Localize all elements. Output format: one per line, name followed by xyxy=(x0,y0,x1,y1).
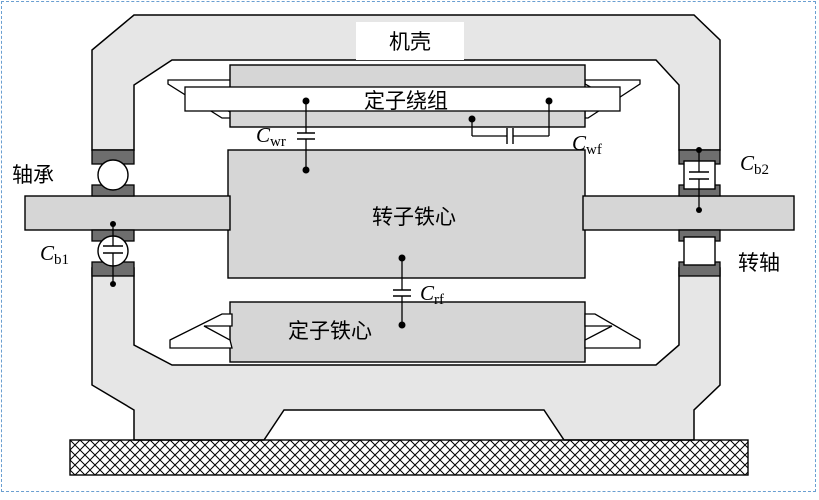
cwf-subscript: wf xyxy=(586,142,602,158)
cwf-symbol: C xyxy=(572,131,587,155)
cb1-symbol: C xyxy=(40,241,55,265)
shaft-label: 转轴 xyxy=(738,251,780,275)
bearing-label: 轴承 xyxy=(12,163,54,187)
cb2-symbol: C xyxy=(740,151,755,175)
crf-node-bottom xyxy=(398,321,406,329)
cwr-symbol: C xyxy=(256,123,271,147)
cb1-node-top xyxy=(110,221,116,227)
stator-core-label: 定子铁心 xyxy=(288,319,372,343)
bearing-right-bottom-roller xyxy=(683,236,716,266)
cb1-label: Cb1 xyxy=(40,241,69,268)
cwr-subscript: wr xyxy=(270,134,286,150)
rotor-core-label: 转子铁心 xyxy=(372,205,456,229)
cb1-node-bottom xyxy=(110,281,116,287)
shaft-right xyxy=(582,195,795,231)
housing-label: 机壳 xyxy=(389,30,431,54)
cwr-node-bottom xyxy=(302,166,310,174)
cb2-label: Cb2 xyxy=(740,151,769,178)
stator-winding-bottom-end-left xyxy=(169,313,233,349)
mounting-base xyxy=(69,439,749,476)
stator-winding-bottom-end-right xyxy=(584,313,641,349)
stator-winding-label: 定子绕组 xyxy=(364,89,448,113)
cb1-subscript: b1 xyxy=(54,252,69,268)
crf-symbol: C xyxy=(420,281,435,305)
cwr-label: Cwr xyxy=(256,123,286,150)
shaft-left xyxy=(24,195,231,231)
bearing-left-top-ball xyxy=(97,159,129,191)
crf-subscript: rf xyxy=(434,292,444,308)
cb2-node-bottom xyxy=(696,207,702,213)
cwf-label: Cwf xyxy=(572,131,602,158)
cb2-node-top xyxy=(696,147,702,153)
stator-core-bottom xyxy=(229,301,586,363)
housing-label-box xyxy=(356,22,464,60)
cb2-subscript: b2 xyxy=(754,162,769,178)
crf-label: Crf xyxy=(420,281,444,308)
